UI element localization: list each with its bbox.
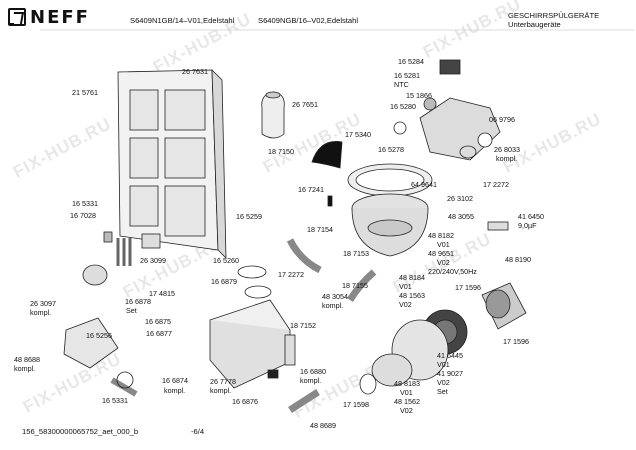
part-label: 16 6875 <box>145 317 171 326</box>
part-label: 26 8033 <box>494 145 520 154</box>
part-label: 16 5256 <box>86 331 112 340</box>
page-number: -6/4 <box>191 427 205 436</box>
part-label: V01 <box>437 240 450 249</box>
part-label: 16 6880 <box>300 367 326 376</box>
part-label: kompl. <box>30 308 52 317</box>
model-b: S6409NGB/16–V02,Edelstahl <box>258 16 359 25</box>
part-label: kompl. <box>210 386 232 395</box>
part-label: 18 7152 <box>290 321 316 330</box>
part-label: 16 5331 <box>72 199 98 208</box>
water-tank-panel <box>117 69 227 259</box>
part-label: 26 7778 <box>210 377 236 386</box>
neff-logo-icon <box>8 8 26 26</box>
part-label: NTC <box>394 80 409 89</box>
category: GESCHIRRSPÜLGERÄTE <box>508 11 600 20</box>
part-label: 16 5284 <box>398 57 424 66</box>
part-label: 06 9796 <box>489 115 515 124</box>
part-label: 17 2272 <box>483 180 509 189</box>
part-label: 26 3102 <box>447 194 473 203</box>
part-label: 9,0µF <box>518 221 537 230</box>
part-label: 41 9027 <box>437 369 463 378</box>
brand-logo: NEFF <box>30 7 90 28</box>
part-label: 17 1596 <box>503 337 529 346</box>
part-label: 16 7241 <box>298 185 324 194</box>
part-label: 17 4815 <box>149 289 175 298</box>
rinse-flask <box>261 91 285 139</box>
part-label: 16 6879 <box>211 277 237 286</box>
part-label: 26 3099 <box>140 256 166 265</box>
part-label: 41 6450 <box>518 212 544 221</box>
part-label: 17 2272 <box>278 270 304 279</box>
part-label: V02 <box>399 300 412 309</box>
part-label: 48 3054 <box>322 292 348 301</box>
part-label: 48 8190 <box>505 255 531 264</box>
part-label: 48 1563 <box>399 291 425 300</box>
part-label: 17 5340 <box>345 130 371 139</box>
part-label: 16 7028 <box>70 211 96 220</box>
part-label: 48 1562 <box>394 397 420 406</box>
part-label: 48 8183 <box>394 379 420 388</box>
part-label: 16 5260 <box>213 256 239 265</box>
part-label: kompl. <box>14 364 36 373</box>
part-label: 48 8184 <box>399 273 425 282</box>
part-label: 15 1866 <box>406 91 432 100</box>
part-label: 16 6878 <box>125 297 151 306</box>
part-label: 18 7153 <box>343 249 369 258</box>
part-label: V02 <box>437 258 450 267</box>
part-label: 220/240V,50Hz <box>428 267 477 276</box>
part-label: 18 7154 <box>307 225 333 234</box>
part-label: V02 <box>437 378 450 387</box>
part-label: 26 7631 <box>182 67 208 76</box>
part-label: Set <box>126 306 137 315</box>
part-label: 18 7155 <box>342 281 368 290</box>
part-label: 48 3055 <box>448 212 474 221</box>
hoses <box>110 238 377 413</box>
part-label: kompl. <box>300 376 322 385</box>
part-label: kompl. <box>496 154 518 163</box>
document-id: 156_58300000065752_aet_000_b <box>22 427 139 436</box>
part-label: 16 6876 <box>232 397 258 406</box>
drain-pump <box>359 353 413 395</box>
part-label: 48 9651 <box>428 249 454 258</box>
part-label: 48 8182 <box>428 231 454 240</box>
part-label: 16 6874 <box>162 376 188 385</box>
part-label: 48 8689 <box>310 421 336 430</box>
part-label: V01 <box>437 360 450 369</box>
part-label: V01 <box>400 388 413 397</box>
part-label: 16 5281 <box>394 71 420 80</box>
capacitor <box>487 221 509 231</box>
part-label: Set <box>437 387 448 396</box>
part-label: 17 1598 <box>343 400 369 409</box>
circulation-pump <box>391 282 527 381</box>
part-label: 17 1596 <box>455 283 481 292</box>
sump-assembly <box>347 163 433 257</box>
part-label: 16 5259 <box>236 212 262 221</box>
model-a: S6409N1GB/14–V01,Edelstahl <box>130 16 235 25</box>
seal-rings <box>116 121 477 389</box>
heater-block <box>419 59 501 161</box>
part-label: 16 5278 <box>378 145 404 154</box>
part-label: 21 5761 <box>72 88 98 97</box>
part-label: 16 5331 <box>102 396 128 405</box>
part-label: kompl. <box>164 386 186 395</box>
part-label: 18 7150 <box>268 147 294 156</box>
part-label: V01 <box>399 282 412 291</box>
part-label: V02 <box>400 406 413 415</box>
part-label: 26 7651 <box>292 100 318 109</box>
part-label: 41 6445 <box>437 351 463 360</box>
part-label: 16 5280 <box>390 102 416 111</box>
inlet-valve <box>63 264 119 369</box>
subcategory: Unterbaugeräte <box>508 20 561 29</box>
part-label: kompl. <box>322 301 344 310</box>
part-label: 26 3097 <box>30 299 56 308</box>
part-label: 48 8688 <box>14 355 40 364</box>
part-label: 64 9641 <box>411 180 437 189</box>
part-label: 16 6877 <box>146 329 172 338</box>
